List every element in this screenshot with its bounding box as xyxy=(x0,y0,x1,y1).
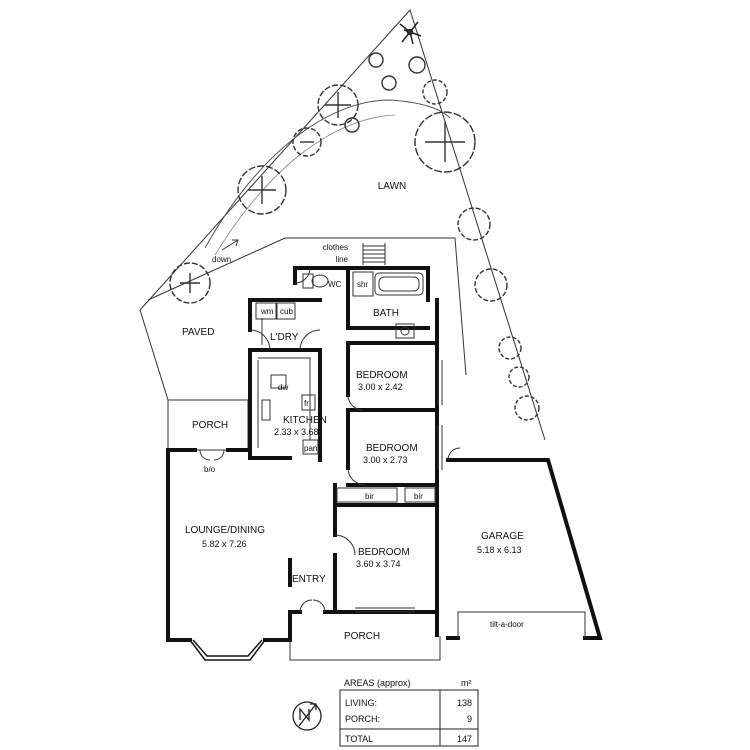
bay-window xyxy=(189,639,266,661)
tree-icon xyxy=(457,207,491,241)
clothes-line-label-2: line xyxy=(336,255,349,264)
bath-label: BATH xyxy=(373,308,399,319)
garage-dim: 5.18 x 6.13 xyxy=(477,545,522,555)
entry-label: ENTRY xyxy=(292,574,326,585)
areas-unit: m² xyxy=(461,678,472,688)
down-arrow-icon xyxy=(221,239,239,251)
area-row-value: 147 xyxy=(457,734,472,744)
kitchen-dim: 2.33 x 3.68 xyxy=(274,427,319,437)
trees xyxy=(169,52,540,421)
tilt-door-label: tilt-a-door xyxy=(490,620,524,629)
wm-label: wm xyxy=(260,307,274,316)
fixtures xyxy=(199,271,586,661)
paved-label: PAVED xyxy=(182,327,214,338)
pan-label: pan xyxy=(304,444,317,453)
bedroom3-label: BEDROOM xyxy=(358,547,410,558)
tree-icon xyxy=(508,366,530,388)
area-row-label: LIVING: xyxy=(345,698,377,708)
walls xyxy=(166,266,603,642)
tree-icon xyxy=(368,52,384,68)
tree-icon xyxy=(237,165,287,215)
tree-icon xyxy=(414,111,476,173)
bedroom3-dim: 3.60 x 3.74 xyxy=(356,559,401,569)
cub-label: cub xyxy=(280,307,293,316)
kitchen-label: KITCHEN xyxy=(283,415,327,426)
bir1-label: bir xyxy=(365,492,374,501)
areas-table: AREAS (approx) m² LIVING: 138 PORCH: 9 T… xyxy=(339,678,479,747)
bedroom2-dim: 3.00 x 2.73 xyxy=(363,455,408,465)
tree-icon xyxy=(408,56,426,74)
tree-icon xyxy=(169,262,211,304)
bo-label: b/o xyxy=(204,465,216,474)
lounge-dim: 5.82 x 7.26 xyxy=(202,539,247,549)
garden-path-inner xyxy=(214,114,396,256)
wc-label: WC xyxy=(328,280,342,289)
front-porch-label: PORCH xyxy=(344,631,380,642)
site-boundary xyxy=(139,9,546,441)
tree-icon xyxy=(292,127,322,157)
shr-label: shr xyxy=(357,280,368,289)
clothes-line-label-1: clothes xyxy=(323,243,348,252)
tree-icon xyxy=(498,336,522,360)
garage-label: GARAGE xyxy=(481,531,524,542)
area-row-label: TOTAL xyxy=(345,734,373,744)
bedroom2-label: BEDROOM xyxy=(366,443,418,454)
bedroom1-label: BEDROOM xyxy=(356,370,408,381)
rear-porch-label: PORCH xyxy=(192,420,228,431)
area-row-label: PORCH: xyxy=(345,714,380,724)
doors xyxy=(249,267,461,613)
clothes-line xyxy=(362,243,386,265)
lawn-label: LAWN xyxy=(378,181,407,192)
area-row-value: 138 xyxy=(457,698,472,708)
tree-icon xyxy=(381,75,397,91)
north-arrow-icon xyxy=(292,701,322,731)
areas-heading: AREAS (approx) xyxy=(344,678,411,688)
tree-icon xyxy=(344,117,360,133)
tree-icon xyxy=(317,84,359,126)
area-row-value: 9 xyxy=(467,714,472,724)
tree-icon xyxy=(474,268,508,302)
laundry-label: L'DRY xyxy=(270,332,299,343)
bir2-label: bir xyxy=(414,492,423,501)
palm-icon xyxy=(399,21,422,45)
bedroom1-dim: 3.00 x 2.42 xyxy=(358,382,403,392)
tree-icon xyxy=(514,395,540,421)
down-label: down xyxy=(212,255,231,264)
fr-label: fr xyxy=(304,399,309,408)
tree-icon xyxy=(422,79,448,105)
lounge-label: LOUNGE/DINING xyxy=(185,525,265,536)
windows xyxy=(261,318,443,613)
dw-label: dw xyxy=(278,383,288,392)
